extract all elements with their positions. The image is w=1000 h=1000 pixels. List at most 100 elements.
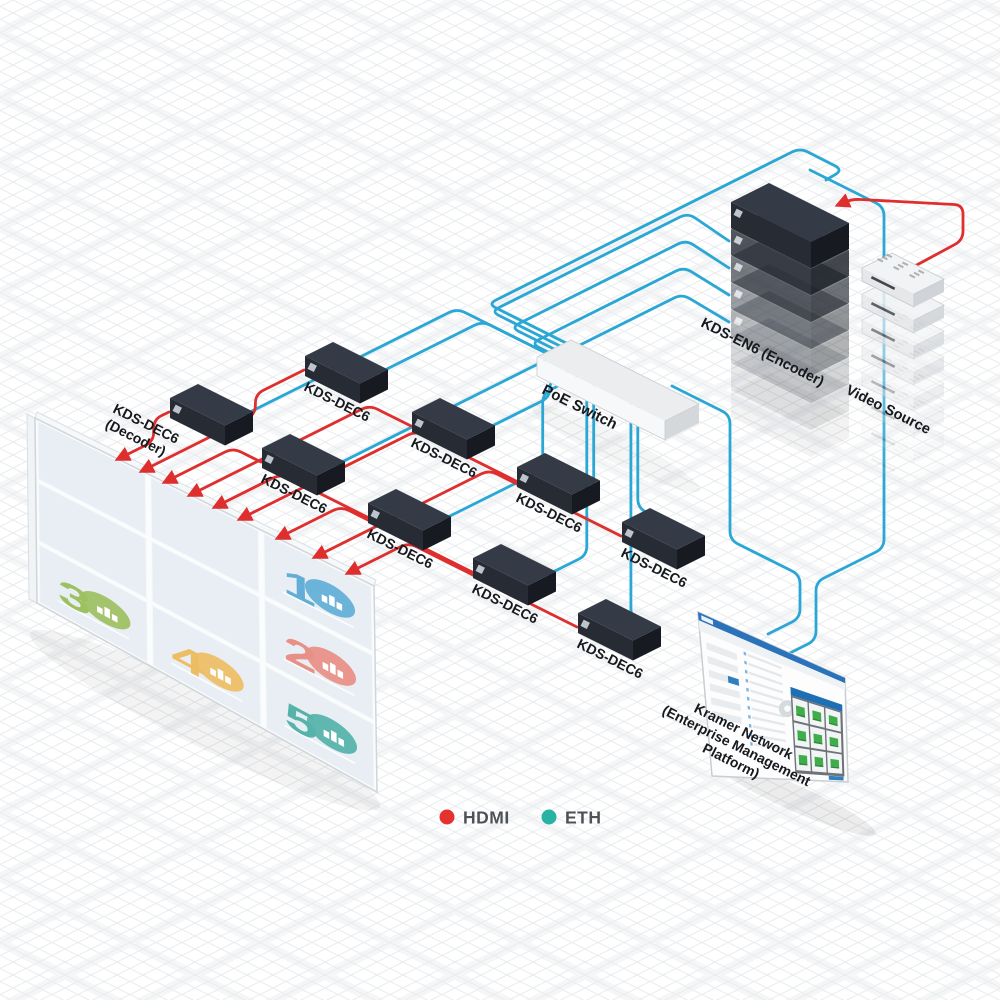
poe-switch-box-front-face: [537, 357, 665, 440]
screen-list-dot-5: [746, 696, 750, 701]
screen-sidebar-row-0: [706, 642, 738, 661]
video-source-box-3-side-face: [914, 331, 944, 359]
vent-slots: [897, 445, 904, 451]
front-slot: [870, 354, 896, 368]
vent-slots: [913, 401, 920, 407]
vent-slots: [877, 387, 884, 393]
vent-slots: [893, 395, 900, 401]
eth-cable-management-1: [670, 384, 802, 636]
vent-slots: [886, 409, 893, 414]
factory-icon: [329, 594, 335, 608]
front-slot: [870, 380, 896, 394]
videowall-shadow: [30, 629, 380, 811]
screen-sidebar-row-3: [709, 683, 740, 699]
vent-slots: [881, 255, 888, 261]
encoder-box-2-front-face: [731, 229, 811, 295]
screen-sidebar-row-4: [710, 697, 741, 712]
kramer-logo-mark: [370, 509, 380, 520]
screen-list-row-7: [752, 716, 785, 726]
screen-list-dot-4: [746, 687, 749, 692]
wall-tile-r1c0: [37, 481, 148, 600]
screen-device-icon-base-r1c2: [829, 744, 839, 748]
encoder-box-8: [731, 372, 849, 457]
encoder-box-5-front-face: [731, 310, 811, 376]
screen-list-row-0: [747, 653, 782, 670]
encoder-box-4-side-face: [811, 304, 849, 349]
wall-tile-r0c0: [37, 420, 147, 536]
vent-slots: [881, 385, 888, 391]
encoder-box-8-side-face: [811, 412, 849, 457]
poe-switch-box-top-face: [537, 340, 699, 421]
decoder-box-3-top-face: [262, 434, 345, 476]
screen-device-icon-base-r1c0: [797, 738, 807, 742]
management-screen: [697, 610, 849, 783]
screen-list-dot-1: [744, 660, 747, 665]
video-source-box-7-outline: [861, 408, 945, 464]
video-source-box-1-side-face: [914, 279, 944, 307]
wall-stat-tile-2: 2: [283, 627, 357, 697]
screen-list-dot-3: [745, 678, 749, 683]
stat-underline: [58, 599, 129, 640]
encoder-box-7: [731, 345, 849, 430]
screen-wall-panel-header: [790, 686, 843, 712]
truck-icon: [337, 669, 344, 679]
hdmi-cable-decoder-8-to-wall: [311, 470, 623, 559]
encoder-box-8-front-face: [731, 391, 811, 457]
decoder-box-1-top-face: [170, 384, 253, 426]
decoder-box-8: [622, 508, 705, 570]
vent-slots: [918, 269, 925, 274]
poe-switch-box-side-face: [665, 404, 699, 440]
screen-device-icon-base-r2c2: [830, 766, 840, 769]
decoder-box-5: [368, 489, 451, 551]
video-source-box-7-side-face: [914, 435, 944, 463]
kramer-logo-mark: [733, 235, 743, 246]
decoder-box-3-front-face: [262, 448, 317, 496]
stat-underline: [171, 662, 243, 703]
encoder-box-1-front-face: [731, 202, 811, 268]
vent-slots: [881, 437, 888, 443]
vent-slots: [897, 263, 904, 269]
screen-device-icon-r2c2: [830, 758, 840, 767]
screen-device-icon-r2c1: [814, 756, 824, 766]
kramer-logo-mark: [624, 528, 634, 539]
screen-list-dot-2: [744, 669, 748, 674]
screen-list-dot-0: [743, 651, 747, 656]
screen-device-icon-base-r1c1: [813, 741, 823, 745]
screen-action-button: [828, 775, 844, 781]
vent-slots: [902, 443, 909, 448]
eth-cables: [244, 148, 886, 656]
kramer-logo-mark: [733, 289, 743, 300]
screen-device-icon-r2c0: [798, 754, 808, 764]
decoder-box-1: [170, 384, 253, 446]
front-slot: [870, 458, 896, 472]
decoder-box-6: [517, 453, 600, 515]
eth-legend-dot: [541, 809, 557, 825]
decoder-box-4-side-face: [467, 425, 495, 460]
decoder-box-6-top-face: [517, 453, 600, 495]
decoder-box-2-front-face: [305, 356, 360, 404]
vent-slots: [918, 451, 925, 456]
wall-tile-r0c1: [150, 476, 260, 594]
truck-icon: [322, 661, 329, 672]
video-source-box-2-side-face: [914, 305, 944, 333]
vent-slots: [877, 413, 884, 419]
kramer-logo-mark: [172, 404, 182, 415]
front-slot: [870, 328, 896, 342]
screen-list-dot-8: [748, 723, 752, 728]
eth-cable-encoder-4: [533, 267, 731, 410]
decoder-box-1-front-face: [170, 398, 225, 446]
screen-list-row-4: [750, 689, 784, 702]
eth-cable-encoder-2: [493, 213, 731, 406]
screen-sidebar-row-5: [711, 710, 742, 724]
screen-device-icon-base-r0c0: [796, 713, 806, 718]
vent-slots: [877, 258, 884, 263]
vent-slots: [886, 253, 893, 258]
kramer-logo-mark: [580, 619, 590, 630]
video-source-box-1-outline: [861, 252, 945, 308]
screen-list-row-10: [754, 743, 787, 751]
encoder-box-6-top-face: [731, 318, 849, 377]
factory-icon: [336, 601, 343, 611]
devices: [170, 183, 945, 661]
